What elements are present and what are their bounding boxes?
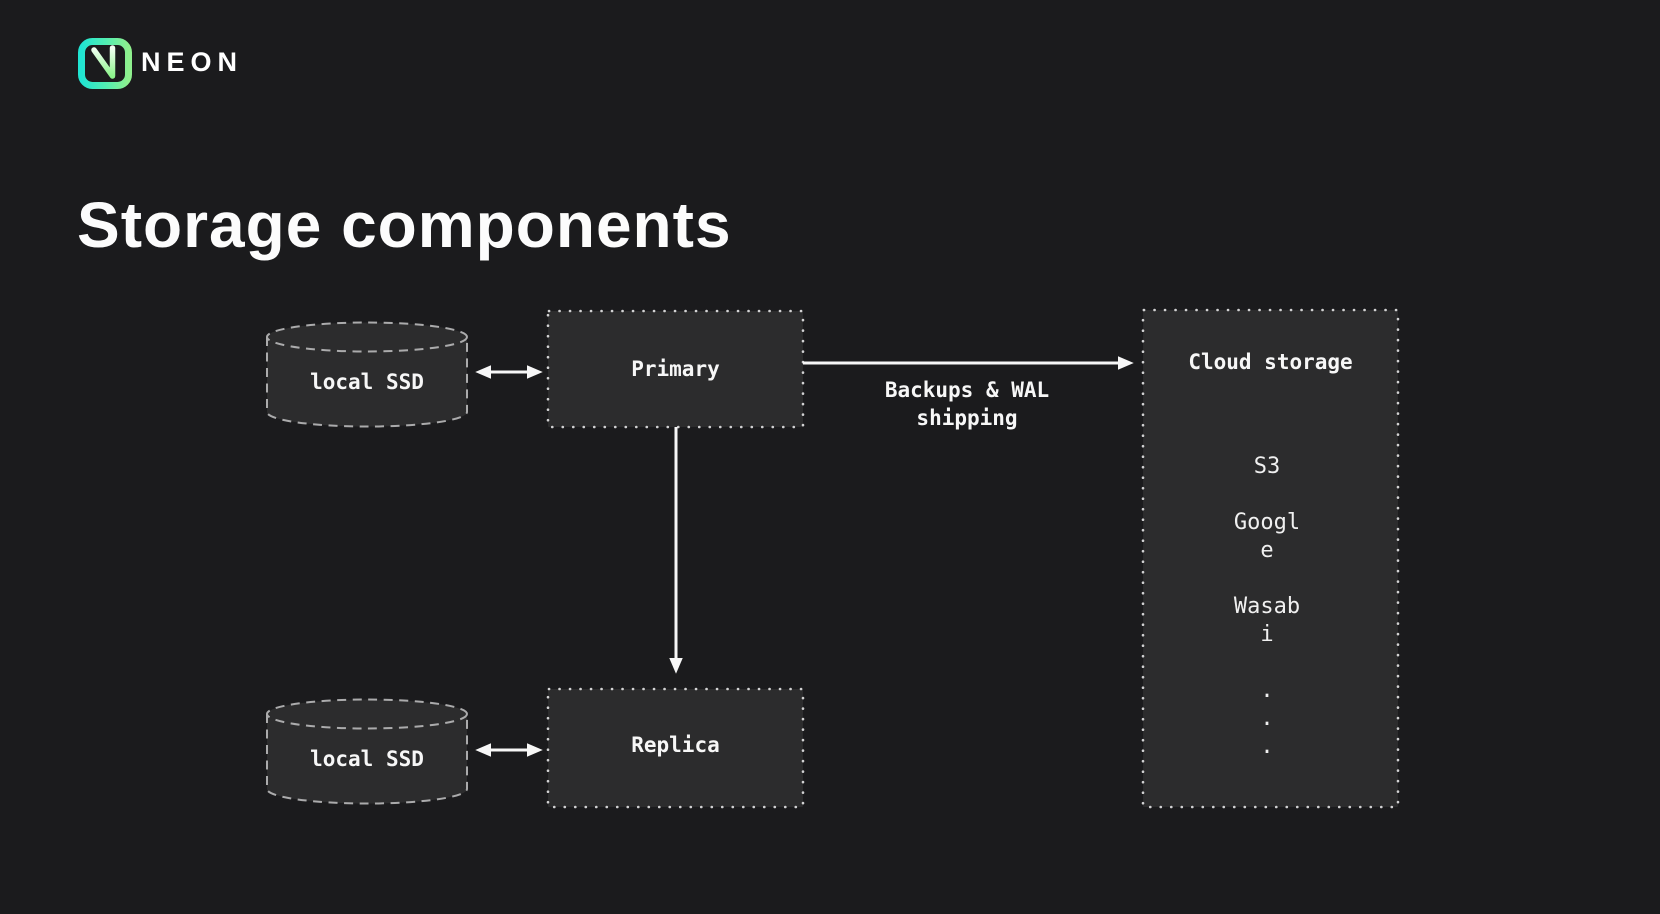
primary-box — [546, 309, 805, 429]
primary-label: Primary — [631, 357, 720, 381]
cloud-storage-title: Cloud storage — [1188, 350, 1353, 374]
cloud-storage-items: S3 Googl e Wasab i . . . — [1233, 454, 1301, 759]
brand-wordmark: NEON — [141, 47, 244, 77]
local-ssd-bottom-label: local SSD — [310, 747, 424, 771]
logo-n-glyph — [91, 45, 116, 79]
cloud-storage-box — [1141, 308, 1400, 809]
replica-box — [546, 687, 805, 809]
replica-label: Replica — [631, 733, 720, 757]
local-ssd-top-label: local SSD — [310, 370, 424, 394]
neon-logo-icon — [78, 38, 132, 89]
page-title: Storage components — [77, 188, 732, 261]
logo-outline — [78, 38, 132, 89]
backups-wal-shipping-label: Backups & WAL shipping — [884, 378, 1050, 430]
